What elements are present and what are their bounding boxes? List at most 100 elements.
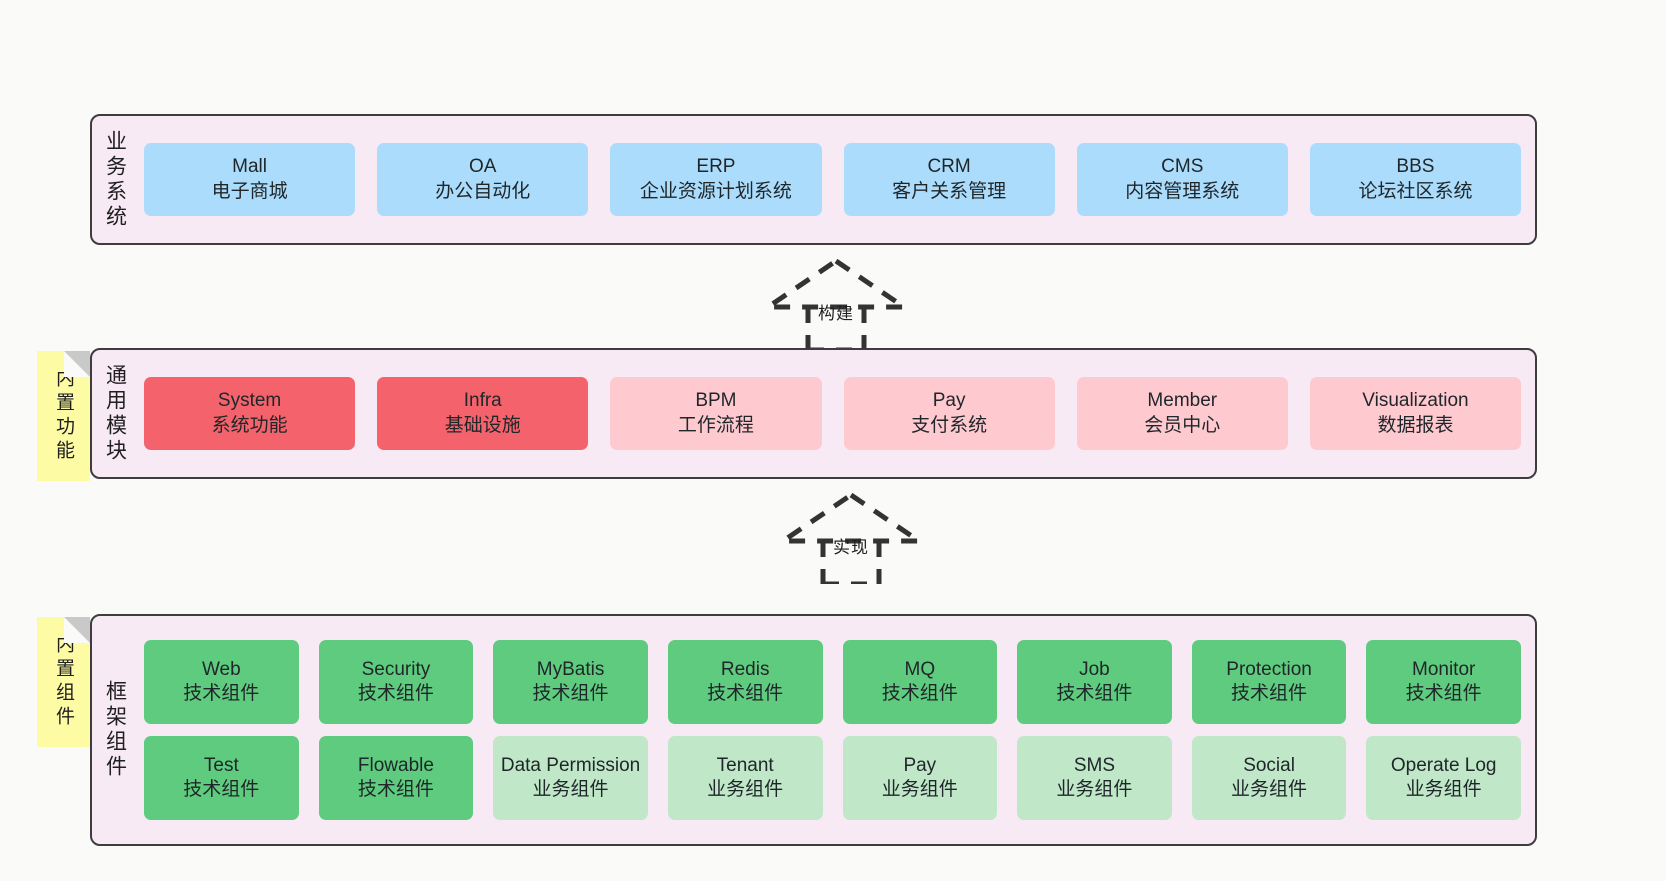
- node-subtitle: 技术组件: [357, 683, 434, 704]
- node-title: Protection: [1226, 658, 1312, 680]
- node-subtitle: 业务组件: [1405, 779, 1482, 800]
- node-subtitle: 会员中心: [1144, 414, 1221, 436]
- node-oa[interactable]: OA 办公自动化: [377, 143, 589, 216]
- node-subtitle: 工作流程: [677, 414, 754, 436]
- node-title: Pay: [932, 390, 966, 412]
- node-subtitle: 业务组件: [707, 779, 784, 800]
- layer-row: Mall 电子商城 OA 办公自动化 ERP 企业资源计划系统 CRM 客户关系…: [144, 143, 1522, 216]
- node-protection[interactable]: Protection 技术组件: [1191, 640, 1347, 724]
- layer-body-common-modules: System 系统功能 Infra 基础设施 BPM 工作流程 Pay 支付系统…: [138, 350, 1535, 477]
- node-member[interactable]: Member 会员中心: [1076, 377, 1288, 450]
- node-monitor[interactable]: Monitor 技术组件: [1366, 640, 1521, 724]
- node-pay[interactable]: Pay 支付系统: [843, 377, 1055, 450]
- layer-title-business-systems: 业务系统: [103, 129, 127, 230]
- connector-build: 构建: [756, 255, 916, 353]
- node-title: System: [217, 390, 282, 412]
- node-subtitle: 业务组件: [1231, 779, 1308, 800]
- node-operate-log[interactable]: Operate Log 业务组件: [1366, 736, 1521, 820]
- node-subtitle: 技术组件: [707, 683, 784, 704]
- node-job[interactable]: Job 技术组件: [1017, 640, 1172, 724]
- generalization-arrow-icon: [759, 257, 913, 353]
- node-subtitle: 业务组件: [532, 779, 609, 800]
- node-title: Data Permission: [500, 754, 641, 776]
- node-flowable[interactable]: Flowable 技术组件: [318, 736, 474, 820]
- node-title: OA: [469, 156, 497, 178]
- node-security[interactable]: Security 技术组件: [318, 640, 474, 724]
- node-title: Member: [1147, 390, 1218, 412]
- node-title: ERP: [696, 156, 736, 178]
- layer-row: Web 技术组件 Security 技术组件 MyBatis 技术组件 Redi…: [144, 640, 1521, 724]
- node-subtitle: 技术组件: [532, 683, 609, 704]
- node-title: Security: [361, 658, 431, 680]
- layer-title-framework-components: 框架组件: [103, 680, 127, 780]
- node-subtitle: 内容管理系统: [1125, 180, 1240, 202]
- node-subtitle: 基础设施: [444, 414, 521, 436]
- node-test[interactable]: Test 技术组件: [144, 736, 299, 820]
- node-crm[interactable]: CRM 客户关系管理: [843, 143, 1055, 216]
- node-sms[interactable]: SMS 业务组件: [1017, 736, 1172, 820]
- node-subtitle: 业务组件: [1056, 779, 1133, 800]
- node-web[interactable]: Web 技术组件: [144, 640, 299, 724]
- node-subtitle: 办公自动化: [435, 180, 531, 202]
- node-subtitle: 论坛社区系统: [1358, 180, 1473, 202]
- connector-implement-label: 实现: [833, 538, 869, 557]
- node-subtitle: 系统功能: [211, 414, 288, 436]
- node-title: CRM: [927, 156, 971, 178]
- node-title: Operate Log: [1390, 754, 1497, 776]
- node-redis[interactable]: Redis 技术组件: [667, 640, 823, 724]
- node-subtitle: 技术组件: [1405, 683, 1482, 704]
- node-title: Social: [1243, 754, 1295, 776]
- node-title: Test: [203, 754, 239, 776]
- node-title: BBS: [1396, 156, 1435, 178]
- node-title: Web: [201, 658, 241, 680]
- note-label: 内置组件: [53, 634, 74, 730]
- node-system[interactable]: System 系统功能: [144, 377, 356, 450]
- node-mq[interactable]: MQ 技术组件: [842, 640, 998, 724]
- node-title: Pay: [903, 754, 937, 776]
- node-pay-component[interactable]: Pay 业务组件: [842, 736, 998, 820]
- note-builtin-components: 内置组件: [37, 617, 90, 747]
- node-title: CMS: [1161, 156, 1204, 178]
- node-cms[interactable]: CMS 内容管理系统: [1076, 143, 1288, 216]
- note-label: 内置功能: [53, 368, 74, 464]
- layer-framework-components: 框架组件 Web 技术组件 Security 技术组件 MyBatis 技术组件…: [90, 614, 1537, 846]
- node-title: BPM: [695, 390, 737, 412]
- note-builtin-features: 内置功能: [37, 351, 90, 481]
- node-social[interactable]: Social 业务组件: [1191, 736, 1347, 820]
- node-subtitle: 技术组件: [183, 683, 260, 704]
- node-visualization[interactable]: Visualization 数据报表: [1309, 377, 1522, 450]
- connector-implement: 实现: [771, 489, 931, 587]
- connector-build-label: 构建: [818, 304, 854, 323]
- node-title: Flowable: [357, 754, 434, 776]
- node-mall[interactable]: Mall 电子商城: [144, 143, 356, 216]
- node-subtitle: 业务组件: [881, 779, 958, 800]
- node-data-permission[interactable]: Data Permission 业务组件: [493, 736, 648, 820]
- layer-row: System 系统功能 Infra 基础设施 BPM 工作流程 Pay 支付系统…: [144, 377, 1522, 450]
- node-subtitle: 电子商城: [211, 180, 288, 202]
- node-infra[interactable]: Infra 基础设施: [377, 377, 589, 450]
- layer-row: Test 技术组件 Flowable 技术组件 Data Permission …: [144, 736, 1521, 820]
- layer-title-common-modules: 通用模块: [103, 363, 127, 464]
- node-title: Infra: [463, 390, 502, 412]
- node-erp[interactable]: ERP 企业资源计划系统: [610, 143, 822, 216]
- node-subtitle: 客户关系管理: [892, 180, 1007, 202]
- layer-common-modules: 通用模块 System 系统功能 Infra 基础设施 BPM 工作流程 Pay…: [90, 348, 1537, 479]
- node-title: Job: [1079, 658, 1110, 680]
- node-title: Visualization: [1362, 390, 1469, 412]
- layer-body-framework-components: Web 技术组件 Security 技术组件 MyBatis 技术组件 Redi…: [138, 616, 1535, 844]
- node-bbs[interactable]: BBS 论坛社区系统: [1309, 143, 1522, 216]
- node-subtitle: 技术组件: [1231, 683, 1308, 704]
- node-title: Redis: [720, 658, 770, 680]
- node-subtitle: 企业资源计划系统: [639, 180, 792, 202]
- node-subtitle: 技术组件: [881, 683, 958, 704]
- node-mybatis[interactable]: MyBatis 技术组件: [493, 640, 648, 724]
- node-title: Mall: [232, 156, 267, 178]
- node-subtitle: 技术组件: [357, 779, 434, 800]
- node-tenant[interactable]: Tenant 业务组件: [667, 736, 823, 820]
- node-title: SMS: [1073, 754, 1116, 776]
- node-title: MQ: [904, 658, 936, 680]
- layer-body-business-systems: Mall 电子商城 OA 办公自动化 ERP 企业资源计划系统 CRM 客户关系…: [138, 116, 1535, 243]
- node-bpm[interactable]: BPM 工作流程: [610, 377, 822, 450]
- node-title: Tenant: [716, 754, 774, 776]
